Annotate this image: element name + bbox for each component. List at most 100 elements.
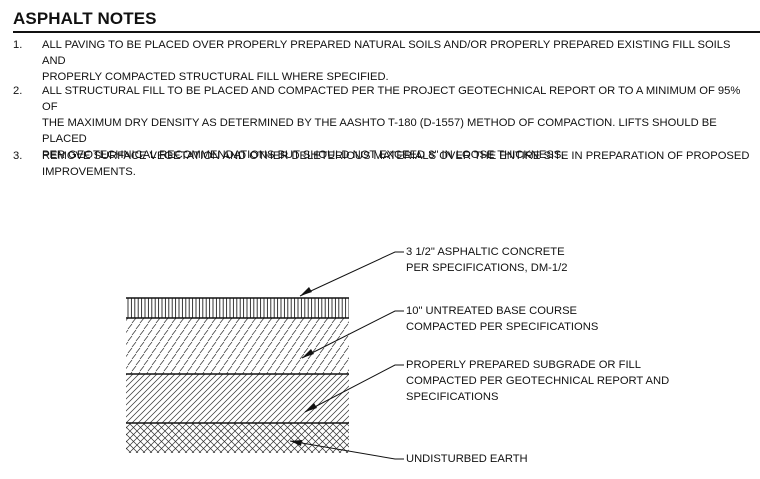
- base-hatch: [352, 372, 356, 377]
- earth-hatch: [205, 423, 237, 453]
- base-hatch: [139, 341, 145, 348]
- base-hatch: [271, 347, 277, 354]
- base-hatch: [303, 347, 309, 354]
- subgrade-hatch: [269, 374, 320, 423]
- subgrade-hatch: [126, 374, 140, 388]
- label-asphaltic-concrete: 3 1/2" ASPHALTIC CONCRETE PER SPECIFICAT…: [406, 244, 567, 276]
- earth-hatch: [353, 423, 383, 453]
- base-hatch: [319, 323, 325, 330]
- base-hatch: [307, 365, 313, 372]
- arrowhead-earth: [290, 440, 302, 446]
- earth-hatch: [87, 423, 117, 453]
- base-hatch: [223, 335, 229, 342]
- subgrade-hatch: [311, 385, 349, 423]
- base-hatch: [239, 335, 245, 342]
- base-hatch: [131, 353, 137, 360]
- earth-hatch: [289, 423, 321, 453]
- earth-hatch: [233, 423, 265, 453]
- base-hatch: [247, 335, 253, 342]
- base-hatch: [139, 365, 145, 372]
- base-hatch: [313, 371, 317, 374]
- base-hatch: [239, 359, 245, 366]
- earth-hatch: [198, 423, 230, 453]
- note-line: REMOVE SURFACE VEGETATION AND OTHER DELE…: [42, 150, 750, 162]
- base-hatch: [279, 347, 285, 354]
- base-hatch: [211, 353, 217, 360]
- base-hatch: [147, 341, 153, 348]
- base-hatch: [327, 335, 333, 342]
- note-number: 3.: [13, 150, 23, 162]
- base-hatch: [159, 335, 165, 342]
- base-hatch: [195, 353, 201, 360]
- earth-hatch: [94, 423, 124, 453]
- base-hatch: [343, 359, 349, 366]
- subgrade-hatch: [245, 374, 296, 423]
- earth-hatch: [338, 423, 349, 434]
- earth-hatch: [80, 423, 110, 453]
- base-hatch: [223, 347, 229, 354]
- base-hatch: [179, 329, 185, 336]
- base-hatch: [155, 318, 161, 324]
- base-hatch: [339, 353, 345, 360]
- base-hatch: [315, 353, 321, 360]
- base-hatch: [155, 353, 161, 360]
- base-hatch: [287, 347, 293, 354]
- earth-hatch: [184, 423, 216, 453]
- earth-hatch: [324, 423, 349, 448]
- base-hatch: [175, 323, 181, 330]
- earth-hatch: [87, 423, 117, 453]
- base-hatch: [126, 353, 129, 358]
- subgrade-hatch: [293, 374, 344, 423]
- base-hatch: [271, 335, 277, 342]
- base-hatch: [255, 335, 261, 342]
- base-hatch: [323, 353, 329, 360]
- base-hatch: [209, 371, 213, 374]
- subgrade-hatch: [155, 374, 206, 423]
- base-hatch: [345, 371, 349, 374]
- undisturbed-earth-layer: [80, 423, 383, 453]
- subgrade-hatch: [191, 374, 242, 423]
- base-hatch: [171, 318, 177, 324]
- base-hatch: [131, 329, 137, 336]
- base-hatch: [255, 359, 261, 366]
- base-hatch: [151, 335, 157, 342]
- label-line: SPECIFICATIONS: [406, 391, 499, 403]
- base-hatch: [335, 323, 341, 330]
- base-hatch: [347, 357, 349, 360]
- earth-hatch: [254, 423, 286, 453]
- note-line: PROPERLY COMPACTED STRUCTURAL FILL WHERE…: [42, 71, 389, 83]
- base-hatch: [195, 318, 201, 324]
- base-hatch: [329, 371, 333, 374]
- base-hatch: [179, 318, 185, 324]
- base-hatch: [291, 365, 297, 372]
- base-hatch: [251, 365, 257, 372]
- base-hatch: [275, 318, 281, 324]
- base-hatch: [195, 365, 201, 372]
- base-hatch: [295, 347, 301, 354]
- base-hatch: [235, 329, 241, 336]
- base-hatch: [247, 359, 253, 366]
- base-hatch: [191, 335, 197, 342]
- base-hatch: [120, 372, 124, 377]
- base-hatch: [159, 347, 165, 354]
- subgrade-hatch: [126, 374, 176, 423]
- subgrade-hatch: [347, 421, 349, 423]
- base-hatch: [151, 347, 157, 354]
- base-hatch: [243, 353, 249, 360]
- base-hatch: [191, 323, 197, 330]
- base-hatch: [259, 341, 265, 348]
- base-hatch: [251, 353, 257, 360]
- base-hatch: [120, 324, 124, 329]
- base-hatch: [343, 347, 349, 354]
- base-hatch: [163, 353, 169, 360]
- base-hatch: [175, 359, 181, 366]
- earth-hatch: [353, 423, 383, 453]
- base-hatch: [207, 359, 213, 366]
- subgrade-hatch: [287, 374, 338, 423]
- base-hatch: [352, 324, 356, 329]
- base-hatch: [147, 318, 153, 324]
- base-hatch: [343, 335, 349, 342]
- base-hatch: [241, 371, 245, 374]
- base-hatch: [129, 371, 133, 374]
